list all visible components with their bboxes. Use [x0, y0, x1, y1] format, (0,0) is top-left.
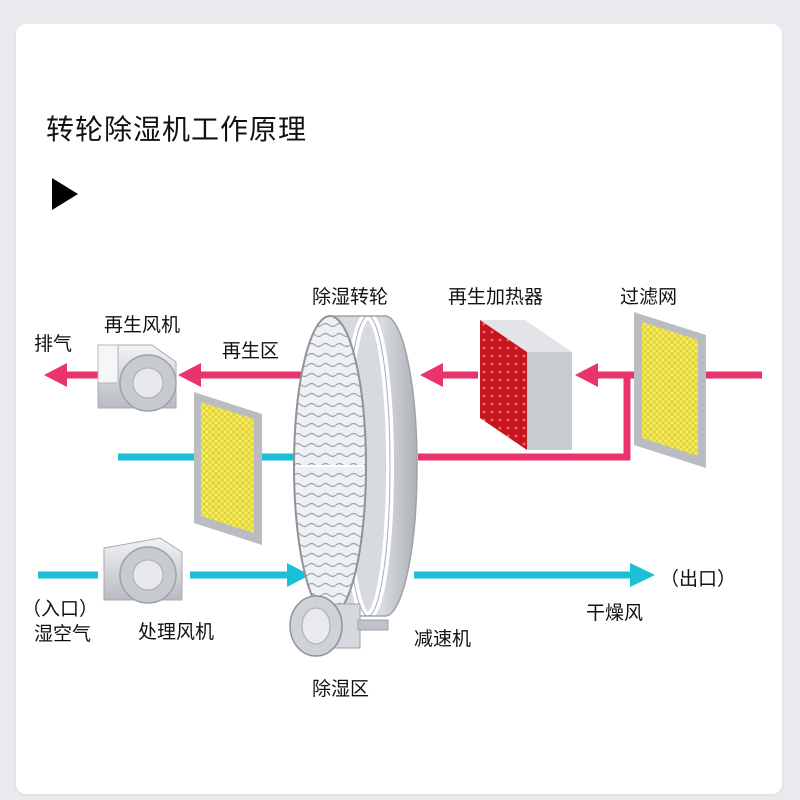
play-icon — [52, 178, 78, 210]
regen-heater — [480, 320, 572, 450]
label-filter: 过滤网 — [620, 286, 678, 308]
filter-right — [634, 312, 706, 468]
label-outlet: （出口） — [660, 568, 737, 590]
label-inlet: （入口） — [22, 598, 99, 620]
label-regen-fan: 再生风机 — [104, 314, 181, 336]
label-dry-air: 干燥风 — [586, 602, 644, 624]
label-regen-zone: 再生区 — [222, 340, 280, 362]
label-process-fan: 处理风机 — [138, 621, 215, 643]
regen-fan — [97, 344, 177, 412]
label-heater: 再生加热器 — [448, 286, 544, 308]
label-dehumid-zone: 除湿区 — [312, 678, 370, 700]
filter-left — [194, 392, 262, 545]
process-fan — [103, 537, 183, 604]
regen-air-path — [44, 363, 762, 461]
label-wet-air: 湿空气 — [34, 623, 92, 645]
reducer-motor — [289, 595, 389, 657]
label-wheel: 除湿转轮 — [312, 286, 389, 308]
label-exhaust: 排气 — [34, 333, 73, 355]
desiccant-wheel — [293, 312, 418, 620]
label-reducer: 减速机 — [414, 628, 472, 650]
page-title: 转轮除湿机工作原理 — [46, 113, 308, 146]
